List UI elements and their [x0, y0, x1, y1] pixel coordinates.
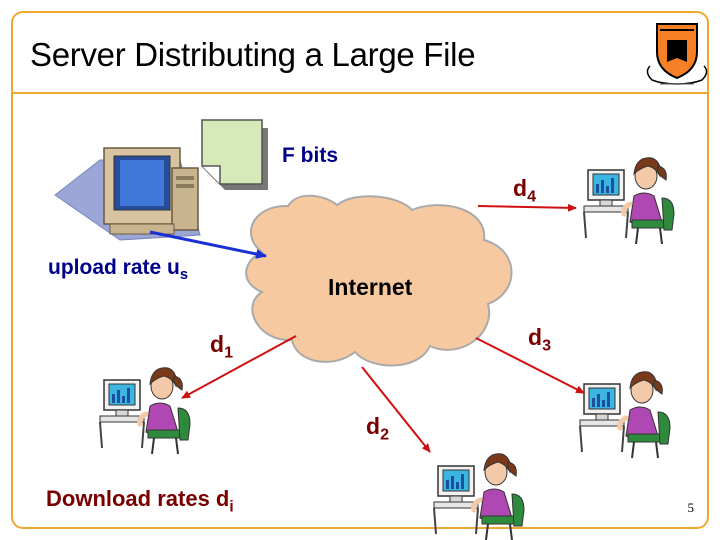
user-4: [584, 158, 674, 244]
internet-cloud: [245, 194, 513, 367]
internet-label: Internet: [328, 274, 413, 300]
slide-title: Server Distributing a Large File: [30, 36, 476, 73]
d3-label: d3: [528, 324, 552, 355]
file-size-label: F bits: [282, 144, 338, 167]
page-number: 5: [687, 500, 695, 515]
d4-label: d4: [513, 175, 537, 206]
download-rates-label: Download rates di: [46, 486, 234, 516]
upload-rate-label: upload rate us: [48, 256, 189, 284]
d2-label: d2: [366, 413, 390, 444]
upload-arrow: [149, 230, 267, 259]
server-computer: [54, 147, 201, 241]
download-arrow-d2: [361, 366, 431, 453]
user-1: [100, 368, 190, 454]
download-arrow-d4: [477, 203, 577, 212]
title-bar: [11, 11, 709, 94]
slide-frame: [11, 11, 709, 529]
file-icon: [201, 119, 268, 190]
d1-label: d1: [210, 331, 234, 362]
download-arrow-d1: [181, 335, 297, 399]
user-3: [580, 372, 670, 458]
princeton-shield-logo: [646, 23, 708, 85]
user-2: [434, 454, 524, 540]
download-arrow-d3: [475, 337, 585, 394]
